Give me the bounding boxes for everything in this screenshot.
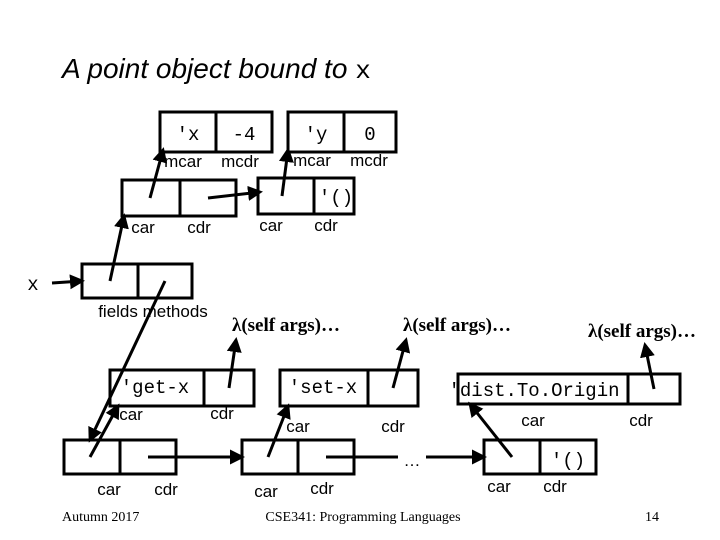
fields-methods-label: fields methods [98, 302, 208, 321]
mpair-y-car-value: 'y [305, 124, 328, 146]
methods-cons-3-car-cell [482, 438, 542, 476]
fields-cons-2-cdr-cell [312, 176, 356, 216]
footer-date: Autumn 2017 [62, 510, 139, 525]
arrow-set-x-to-lambda [391, 337, 411, 389]
mpair-y-cdr-cell [342, 110, 398, 154]
mpair-x: 'x -4 mcar mcdr [158, 110, 274, 171]
mpair-y: 'y 0 mcar mcdr [286, 110, 398, 170]
arrow-fields2-to-mpair-y [279, 147, 294, 197]
fields-cons-2: '() car cdr [256, 176, 356, 235]
method-set-x-cdr-label: cdr [381, 417, 405, 436]
arrow-fields1-to-mpair-x [148, 147, 168, 199]
method-set-x-name: 'set-x [289, 377, 357, 399]
pointer-arrows [51, 147, 656, 465]
fields-cons-1: car cdr [120, 178, 238, 237]
methods-cons-3-cdr-cell [538, 438, 598, 476]
method-dist-name: 'dist.To.Origin [448, 380, 619, 402]
mpair-x-mcdr-label: mcdr [221, 152, 259, 171]
method-dist-car-label: car [521, 411, 545, 430]
method-dist-car-cell [456, 372, 630, 406]
methods-cons-1: car cdr [62, 438, 178, 499]
method-dist: 'dist.To.Origin [448, 372, 682, 406]
lambda-label-1: λ(self args)… [232, 315, 340, 336]
fields-cons-1-cdr-label: cdr [187, 218, 211, 237]
fields-cons-2-car-label: car [259, 216, 283, 235]
methods-cons-2-cdr-label: cdr [310, 479, 334, 498]
ellipsis-label: … [404, 451, 421, 470]
method-get-x-car-cell [108, 368, 206, 408]
fields-cons-1-car-label: car [131, 218, 155, 237]
mpair-y-cdr-value: 0 [364, 124, 375, 146]
mpair-x-mcar-label: mcar [164, 152, 202, 171]
method-set-x: 'set-x [278, 368, 420, 408]
fields-cons-2-car-cell [256, 176, 316, 216]
mpair-y-mcdr-label: mcdr [350, 151, 388, 170]
method-get-x: 'get-x car [108, 368, 256, 424]
fields-cons-2-cdr-label: cdr [314, 216, 338, 235]
method-get-x-car-label: car [119, 405, 143, 424]
method-set-x-cdr-cell [366, 368, 420, 408]
mpair-x-car-cell [158, 110, 218, 154]
fields-cons-2-nil: '() [319, 187, 353, 209]
arrow-get-x-to-lambda [226, 337, 242, 389]
methods-cons-1-car-cell [62, 438, 122, 476]
methods-cons-1-car-label: car [97, 480, 121, 499]
method-dist-cdr-label: cdr [629, 411, 653, 430]
methods-cons-3-cdr-label: cdr [543, 477, 567, 496]
arrow-methods1-to-get-x [88, 403, 120, 458]
arrow-x-to-object [51, 274, 85, 290]
arrow-fields1-to-fields2 [207, 185, 263, 201]
method-get-x-cdr-label: cdr [210, 404, 234, 423]
arrow-object-to-fields [108, 213, 129, 282]
methods-cons-3-car-label: car [487, 477, 511, 496]
methods-cons-2: car cdr [240, 438, 356, 501]
arrow-methods3-to-dist [468, 401, 514, 458]
method-set-x-car-label: car [286, 417, 310, 436]
footer-page-number: 14 [645, 510, 659, 525]
mpair-x-car-value: 'x [177, 124, 200, 146]
methods-cons-1-cdr-label: cdr [154, 480, 178, 499]
diagram-title: A point object bound to x [60, 53, 371, 86]
arrow-dist-to-lambda [640, 342, 656, 390]
arrow-methods2-to-set-x [266, 403, 291, 458]
lambda-label-2: λ(self args)… [403, 315, 511, 336]
mpair-x-cdr-cell [214, 110, 274, 154]
object-x: x fields methods [27, 262, 208, 321]
mpair-y-car-cell [286, 110, 346, 154]
methods-cons-2-car-cell [240, 438, 300, 476]
methods-cons-3: '() car cdr [482, 438, 598, 496]
mpair-x-cdr-value: -4 [233, 124, 256, 146]
x-variable-label: x [27, 274, 38, 296]
methods-cons-2-car-label: car [254, 482, 278, 501]
mpair-y-mcar-label: mcar [293, 151, 331, 170]
methods-cons-3-nil: '() [551, 450, 585, 472]
method-get-x-name: 'get-x [121, 377, 189, 399]
footer-course: CSE341: Programming Languages [265, 510, 460, 525]
arrow-object-to-methods [88, 280, 167, 443]
lambda-label-3: λ(self args)… [588, 321, 696, 342]
